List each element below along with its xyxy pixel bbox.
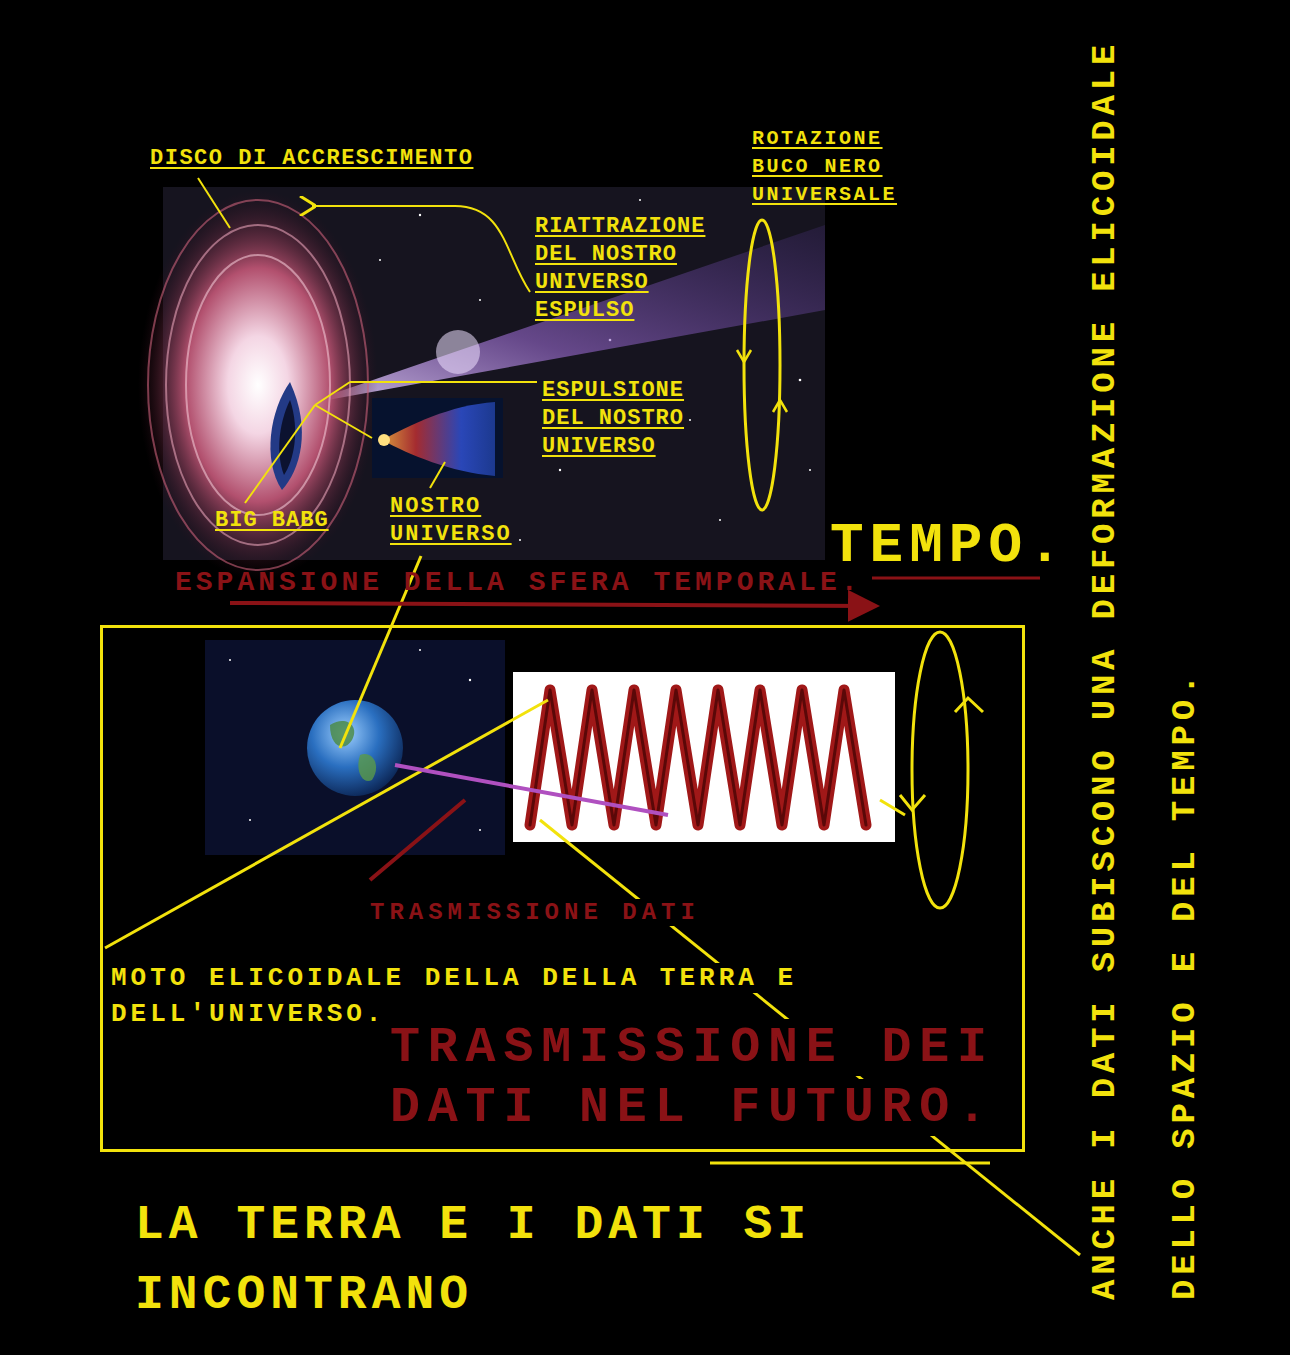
black-hole	[270, 382, 301, 490]
part-label: BIG BABG	[215, 508, 329, 533]
data-line	[395, 765, 668, 815]
disc-rings	[148, 200, 368, 570]
data-leader	[370, 800, 465, 880]
time-arrow	[230, 603, 872, 606]
disc-ring	[166, 225, 350, 545]
accretion-disc	[138, 190, 378, 580]
part-label: ESPULSIONE DEL NOSTRO UNIVERSO	[542, 378, 684, 459]
earth-photo	[205, 640, 505, 855]
leader-line	[245, 405, 315, 503]
part-label: ROTAZIONE BUCO NERO UNIVERSALE	[752, 127, 897, 206]
data-box: TRASMISSIONE DATIMOTO ELICOIDALE DELLA D…	[100, 625, 1025, 1152]
helix-end-line	[880, 800, 905, 815]
rotation-ellipse	[912, 632, 968, 908]
part-label-box: NOSTRO UNIVERSO	[390, 493, 520, 549]
part-label: RIATTRAZIONE DEL NOSTRO UNIVERSO ESPULSO	[535, 214, 705, 323]
universe-cone	[382, 402, 495, 476]
disc-ring	[186, 255, 330, 515]
star	[419, 649, 421, 651]
helix-image	[513, 672, 895, 842]
time-label: TEMPO.	[830, 514, 1068, 578]
star	[799, 379, 802, 382]
part-label: NOSTRO UNIVERSO	[390, 494, 512, 547]
vertical-note-box: ANCHE I DATI SUBISCONO UNA DEFORMAZIONE …	[1065, 30, 1225, 1300]
universe-origin	[378, 434, 390, 446]
data-label: TRASMISSIONE DATI	[370, 899, 700, 926]
continent	[358, 754, 376, 781]
star	[479, 829, 481, 831]
part-label-box: ESPULSIONE DEL NOSTRO UNIVERSO	[542, 377, 702, 461]
helix	[530, 690, 866, 825]
star	[469, 679, 471, 681]
stars	[229, 649, 481, 831]
rotation-arrow	[773, 400, 787, 412]
leader-line	[315, 382, 350, 405]
vertical-note: ANCHE I DATI SUBISCONO UNA DEFORMAZIONE …	[1086, 40, 1204, 1300]
star	[559, 469, 561, 471]
star	[639, 199, 641, 201]
return-arrow	[312, 206, 530, 292]
part-label: DISCO DI ACCRESCIMENTO	[150, 146, 473, 171]
star	[689, 419, 691, 421]
universe-image	[372, 398, 503, 478]
star	[719, 519, 721, 521]
data-label-box: TRASMISSIONE DATI	[370, 898, 700, 928]
note-label: ESPANSIONE DELLA SFERA TEMPORALE.	[175, 567, 862, 598]
part-label-box: DISCO DI ACCRESCIMENTO	[150, 145, 473, 173]
rotation-arrow	[955, 698, 983, 712]
part-label-box: ROTAZIONE BUCO NERO UNIVERSALE	[752, 125, 907, 209]
part-label-box: BIG BABG	[215, 507, 329, 535]
star	[249, 819, 251, 821]
leader-line	[315, 405, 372, 438]
part-label-box: RIATTRAZIONE DEL NOSTRO UNIVERSO ESPULSO	[535, 213, 710, 325]
star	[379, 259, 381, 261]
leader-line	[430, 462, 445, 488]
note-label-box: ESPANSIONE DELLA SFERA TEMPORALE.	[175, 568, 862, 598]
disc-ring	[148, 200, 368, 570]
star	[229, 659, 231, 661]
star	[419, 214, 421, 216]
note-label: LA TERRA E I DATI SI INCONTRANO	[135, 1198, 811, 1322]
underline	[710, 1162, 990, 1165]
star	[519, 539, 521, 541]
leader-lines	[198, 178, 537, 503]
rotation-arrow	[900, 795, 925, 810]
time-label-box: TEMPO.	[830, 518, 1068, 574]
jet-glow	[436, 330, 480, 374]
leader-line	[350, 381, 537, 383]
future-label: TRASMISSIONE DEI DATI NEL FUTURO.	[390, 1019, 995, 1136]
star	[809, 469, 811, 471]
helix-shade	[530, 690, 866, 825]
leader-line	[198, 178, 230, 228]
note-label-box: LA TERRA E I DATI SI INCONTRANO	[135, 1190, 835, 1330]
star	[479, 299, 481, 301]
future-label-box: TRASMISSIONE DEI DATI NEL FUTURO.	[390, 1018, 1015, 1138]
rotation-arrow	[737, 350, 751, 362]
rotation-ellipse	[744, 220, 780, 510]
